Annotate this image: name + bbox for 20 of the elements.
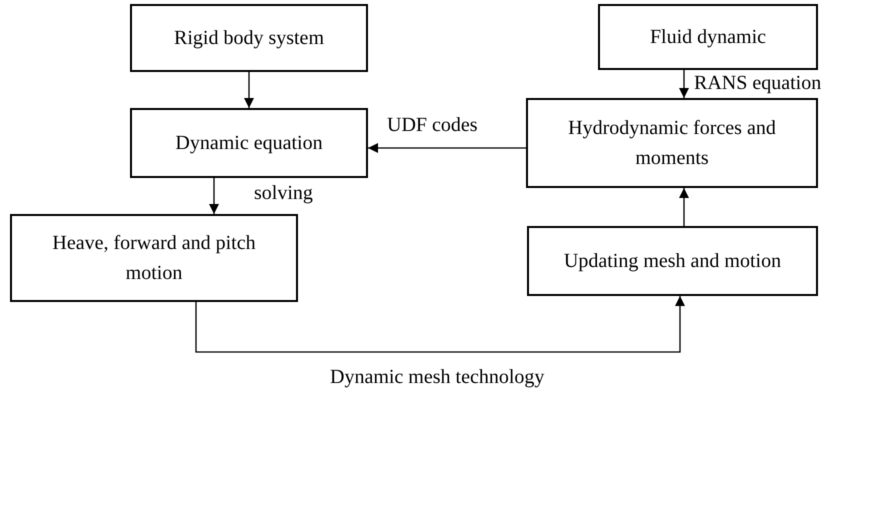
node-text: Hydrodynamic forces and moments xyxy=(567,116,777,171)
node-text: Fluid dynamic xyxy=(650,25,766,50)
edge-label: Dynamic mesh technology xyxy=(330,366,544,389)
process-box xyxy=(527,226,818,296)
node-text: Updating mesh and motion xyxy=(564,249,782,274)
arrow xyxy=(679,188,689,226)
node-text: Dynamic equation xyxy=(175,131,323,156)
node-text: Rigid body system xyxy=(174,26,324,51)
arrow xyxy=(368,143,526,153)
arrow xyxy=(195,296,685,353)
process-box xyxy=(130,4,368,72)
arrow xyxy=(244,72,254,108)
edge-label: solving xyxy=(254,182,313,205)
node-text: Heave, forward and pitch motion xyxy=(51,231,257,286)
arrow xyxy=(679,70,689,98)
process-box xyxy=(130,108,368,178)
arrow xyxy=(209,178,219,214)
process-box xyxy=(526,98,818,188)
process-box xyxy=(598,4,818,70)
process-box xyxy=(10,214,298,302)
